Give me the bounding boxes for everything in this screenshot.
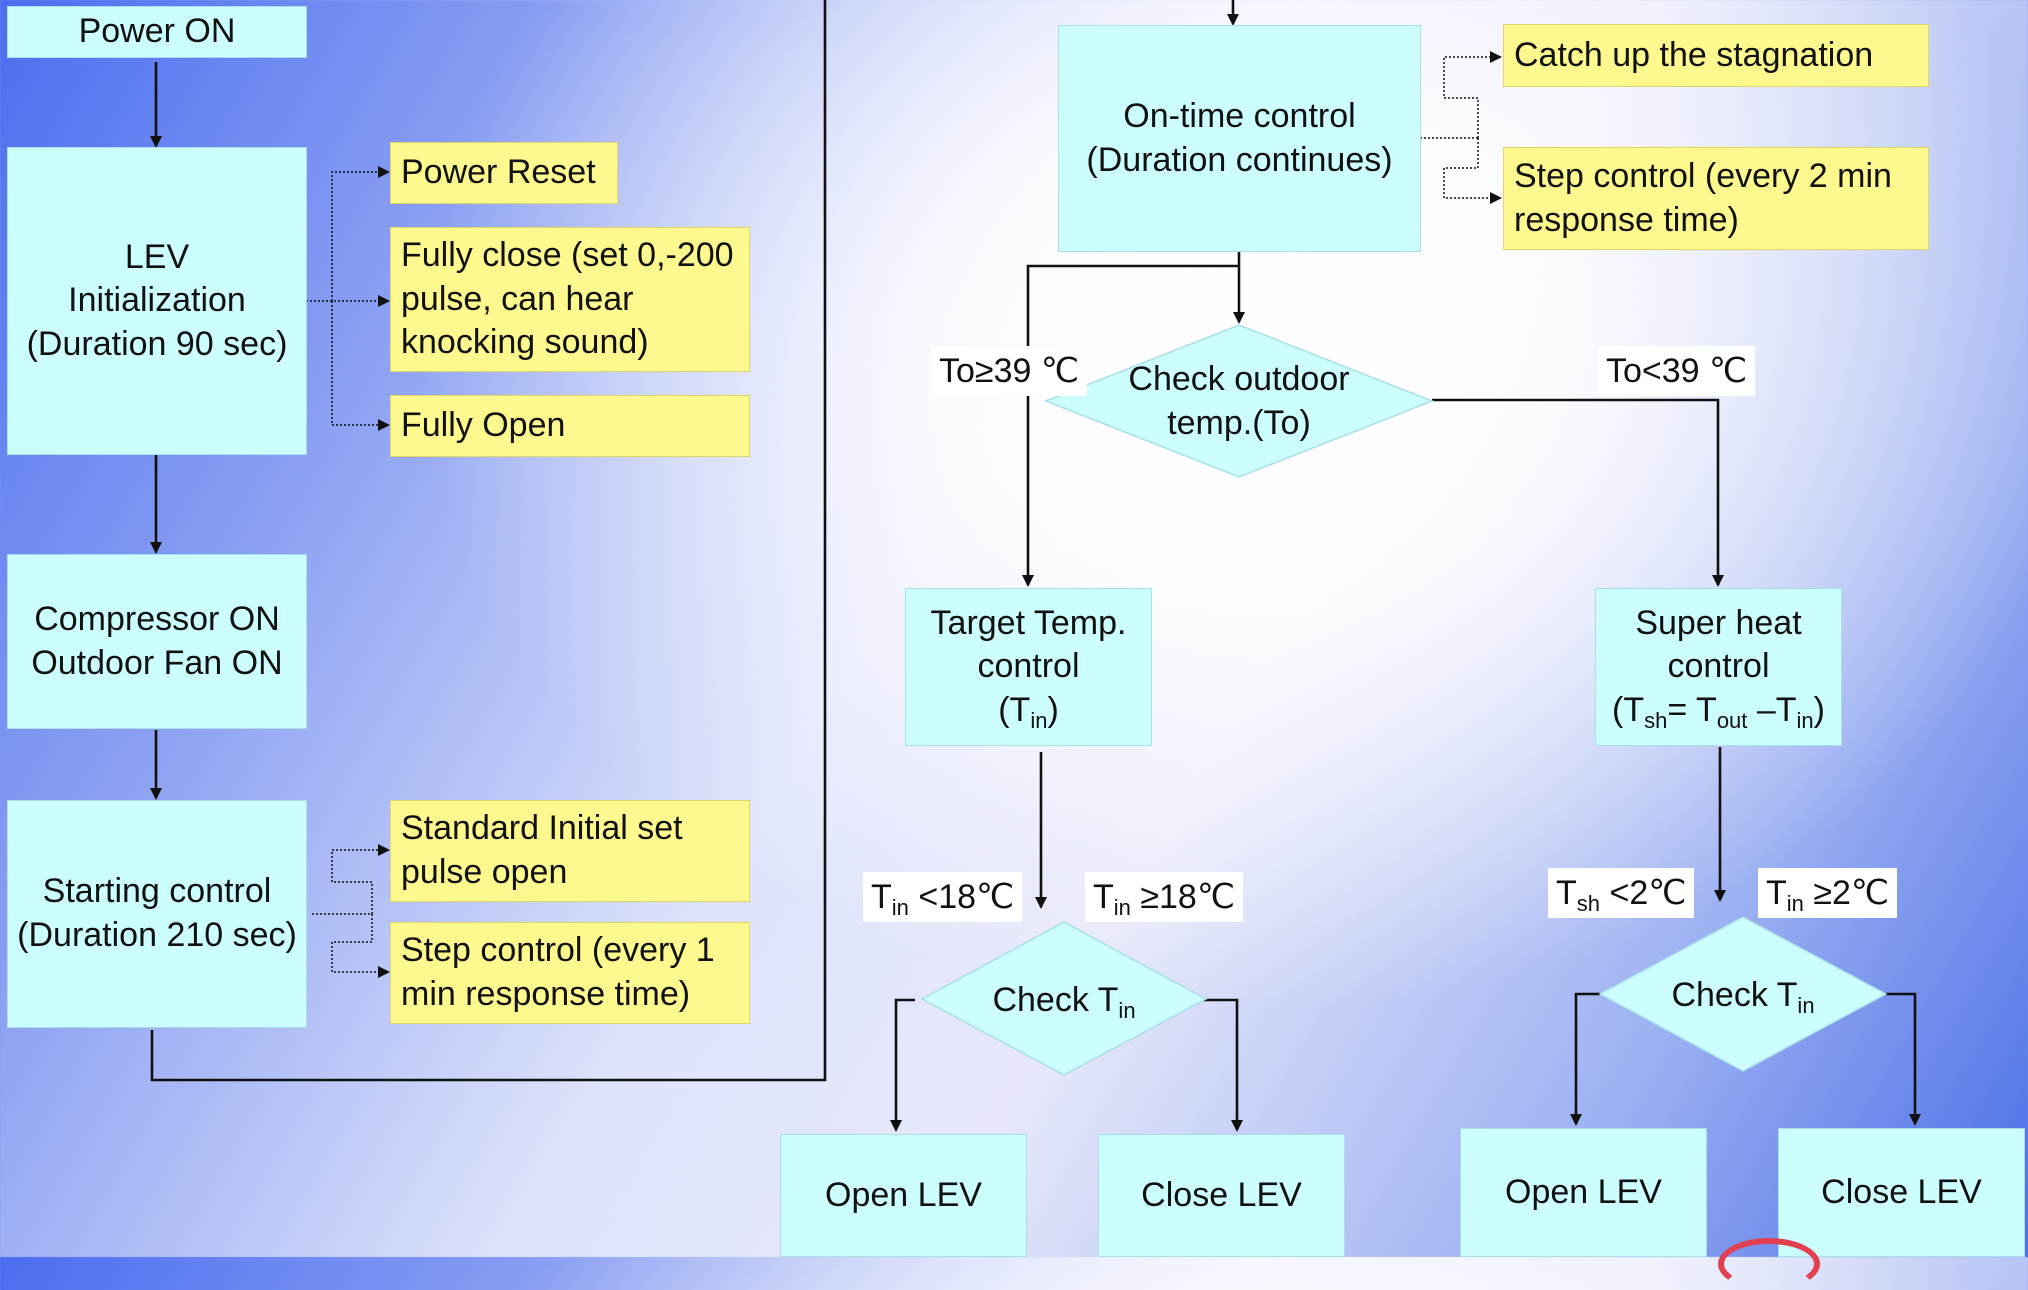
cond-tin-above-2: Tin ≥2℃ [1758,868,1898,918]
power-on-label: Power ON [78,12,236,51]
fully-open-note: Fully Open [390,395,750,457]
left-open-lev-label: Open LEV [825,1175,982,1214]
power-reset-note: Power Reset [390,142,618,204]
left-check-tin-text: Check Tin [992,980,1136,1023]
right-open-lev-box: Open LEV [1460,1128,1707,1257]
target-temp-formula: (Tin) [998,690,1059,733]
flow-connectors [150,0,1921,1132]
compressor-on-box: Compressor ON Outdoor Fan ON [7,554,307,729]
target-temp-line2: control [977,647,1080,686]
on-time-control-label: On-time control (Duration continues) [1086,96,1393,179]
left-open-lev-box: Open LEV [780,1134,1027,1257]
catch-up-note: Catch up the stagnation [1503,24,1929,87]
standard-initial-text: Standard Initial set pulse open [401,809,683,891]
super-heat-formula: (Tsh= Tout –Tin) [1612,690,1825,733]
left-check-tin-decision-shape [920,921,1208,1076]
cond-tin-below-18: Tin <18℃ [863,872,1023,922]
outdoor-decision-text: Check outdoor temp.(To) [1128,359,1350,442]
step-control-2min-note: Step control (every 2 min response time) [1503,147,1929,250]
cond-tsh-below-2: Tsh <2℃ [1548,868,1695,918]
right-check-tin-decision-shape [1598,916,1888,1072]
lev-initialization-label: LEV Initialization (Duration 90 sec) [26,237,288,363]
super-heat-control-box: Super heat control (Tsh= Tout –Tin) [1595,588,1842,746]
lev-initialization-box: LEV Initialization (Duration 90 sec) [7,147,307,455]
catch-up-text: Catch up the stagnation [1514,35,1874,74]
starting-control-box: Starting control (Duration 210 sec) [7,800,307,1028]
fully-open-text: Fully Open [401,406,566,445]
target-temp-control-box: Target Temp. control (Tin) [905,588,1152,746]
left-close-lev-label: Close LEV [1141,1175,1302,1214]
cond-tin-above-18: Tin ≥18℃ [1085,872,1244,922]
step-control-1min-note: Step control (every 1 min response time) [390,922,750,1024]
brand-logo [1718,1238,1820,1290]
right-close-lev-box: Close LEV [1778,1128,2025,1257]
standard-initial-note: Standard Initial set pulse open [390,800,750,902]
branch-label-to-high: To≥39 ℃ [931,346,1088,396]
left-close-lev-box: Close LEV [1098,1134,1345,1257]
super-heat-line2: control [1667,647,1770,686]
step-control-2min-text: Step control (every 2 min response time) [1514,156,1892,239]
outdoor-temp-decision-shape [1043,324,1435,478]
power-on-box: Power ON [7,6,307,58]
fully-close-text: Fully close (set 0,-200 pulse, can hear … [401,236,734,362]
fully-close-note: Fully close (set 0,-200 pulse, can hear … [390,227,750,372]
branch-label-to-low: To<39 ℃ [1598,346,1756,396]
starting-control-label: Starting control (Duration 210 sec) [17,872,297,954]
right-close-lev-label: Close LEV [1821,1172,1982,1211]
target-temp-line1: Target Temp. [930,603,1127,642]
right-check-tin-text: Check Tin [1671,975,1815,1018]
step-control-1min-text: Step control (every 1 min response time) [401,931,715,1013]
right-open-lev-label: Open LEV [1505,1172,1662,1211]
power-reset-text: Power Reset [401,153,596,192]
super-heat-line1: Super heat [1635,603,1802,642]
compressor-on-label: Compressor ON Outdoor Fan ON [31,599,283,682]
on-time-control-box: On-time control (Duration continues) [1058,25,1421,252]
